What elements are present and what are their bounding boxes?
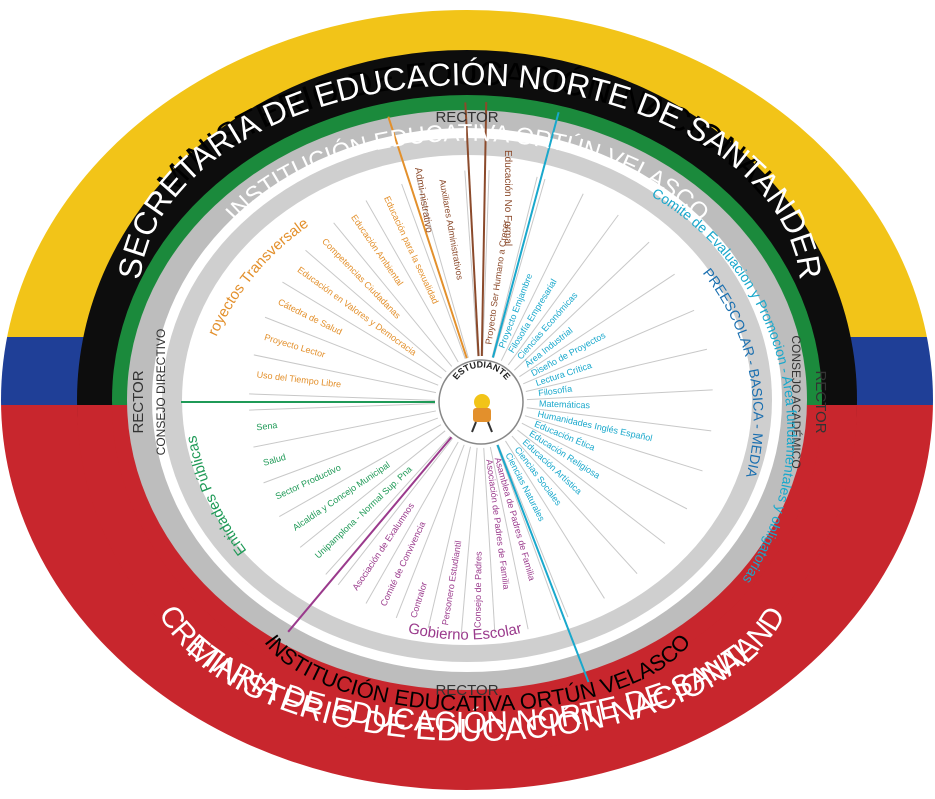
group-divider-line: [464, 102, 480, 357]
spoke-line: [253, 410, 436, 448]
group-divider-line: [496, 444, 590, 683]
spoke-line: [416, 178, 469, 358]
spoke-line: [524, 415, 703, 472]
spoke-line: [525, 348, 708, 393]
spoke-line: [519, 273, 675, 378]
spoke-line: [299, 430, 446, 548]
spoke-line: [507, 214, 619, 366]
rector-top-label: RECTOR: [435, 109, 498, 126]
spoke-line: [521, 422, 688, 510]
group-divider-line: [287, 436, 453, 633]
spoke-line: [279, 424, 442, 518]
group-dividers: [181, 102, 590, 683]
spoke-line: [282, 281, 442, 379]
spoke-line: [517, 429, 666, 544]
spoke-line: [427, 446, 472, 629]
group-nonformal-title: Educación No Formal: [502, 150, 513, 246]
council-right-label: CONSEJO ACADÉMICO: [789, 335, 804, 468]
spoke-line: [253, 354, 437, 394]
spoke-line: [505, 440, 605, 599]
spoke-line: [395, 444, 465, 619]
spoke-line: [460, 447, 478, 634]
spoke-line: [325, 435, 451, 575]
spoke-line: [249, 403, 436, 411]
spoke-line: [497, 444, 569, 618]
spoke-line: [500, 193, 584, 361]
spoke-line: [483, 447, 496, 634]
spoke-line: [337, 437, 454, 586]
spoke-line: [496, 445, 561, 621]
group-divider-line: [387, 116, 468, 359]
rector-bottom-label: RECTOR: [435, 682, 498, 699]
student-figure-icon: [471, 394, 493, 433]
spoke-line: [482, 170, 490, 357]
rector-right-label: RECTOR: [812, 370, 829, 433]
spoke-line: [493, 178, 546, 358]
spoke-line: [305, 249, 447, 373]
council-left-label: CONSEJO DIRECTIVO: [154, 329, 168, 456]
spoke-line: [523, 309, 695, 385]
spoke-line: [264, 316, 439, 386]
spoke-line: [491, 176, 538, 358]
spoke-line: [526, 407, 712, 432]
group-divider-line: [491, 111, 560, 358]
spoke-label-government: Consejo de Padres: [473, 551, 484, 628]
spoke-line: [489, 446, 529, 630]
spoke-label-academic: Matemáticas: [539, 398, 591, 410]
rector-left-label: RECTOR: [130, 370, 147, 433]
spoke-line: [401, 183, 466, 359]
spoke-line: [513, 241, 650, 371]
spoke-lines: [249, 170, 713, 634]
spoke-line: [365, 441, 459, 604]
spoke-line: [263, 417, 439, 484]
group-divider-line: [480, 102, 488, 357]
group-government-title: Gobierno Escolar: [407, 620, 524, 644]
spoke-label-public: Sena: [256, 420, 278, 432]
spoke-line: [365, 200, 459, 363]
spoke-line: [333, 222, 453, 367]
spoke-line: [249, 393, 436, 401]
spoke-line: [464, 170, 479, 357]
spoke-label-academic: Filosofía: [538, 384, 573, 399]
spoke-line: [511, 435, 638, 574]
spoke-line: [526, 389, 713, 401]
